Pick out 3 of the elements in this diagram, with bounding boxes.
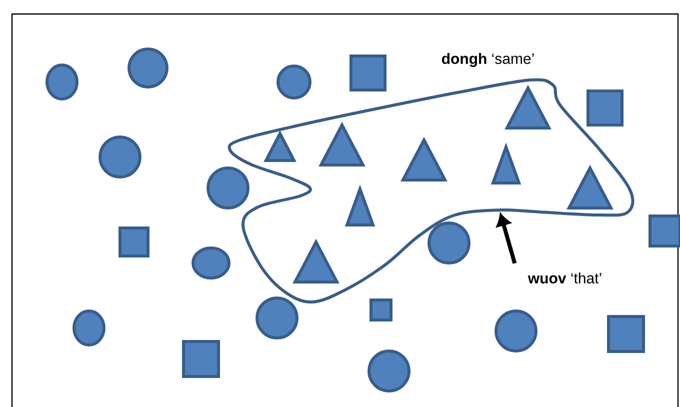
word-label: wuov ‘that’ — [528, 272, 602, 284]
arrow — [496, 214, 517, 264]
node-label: dongh ‘same’ — [442, 52, 534, 68]
